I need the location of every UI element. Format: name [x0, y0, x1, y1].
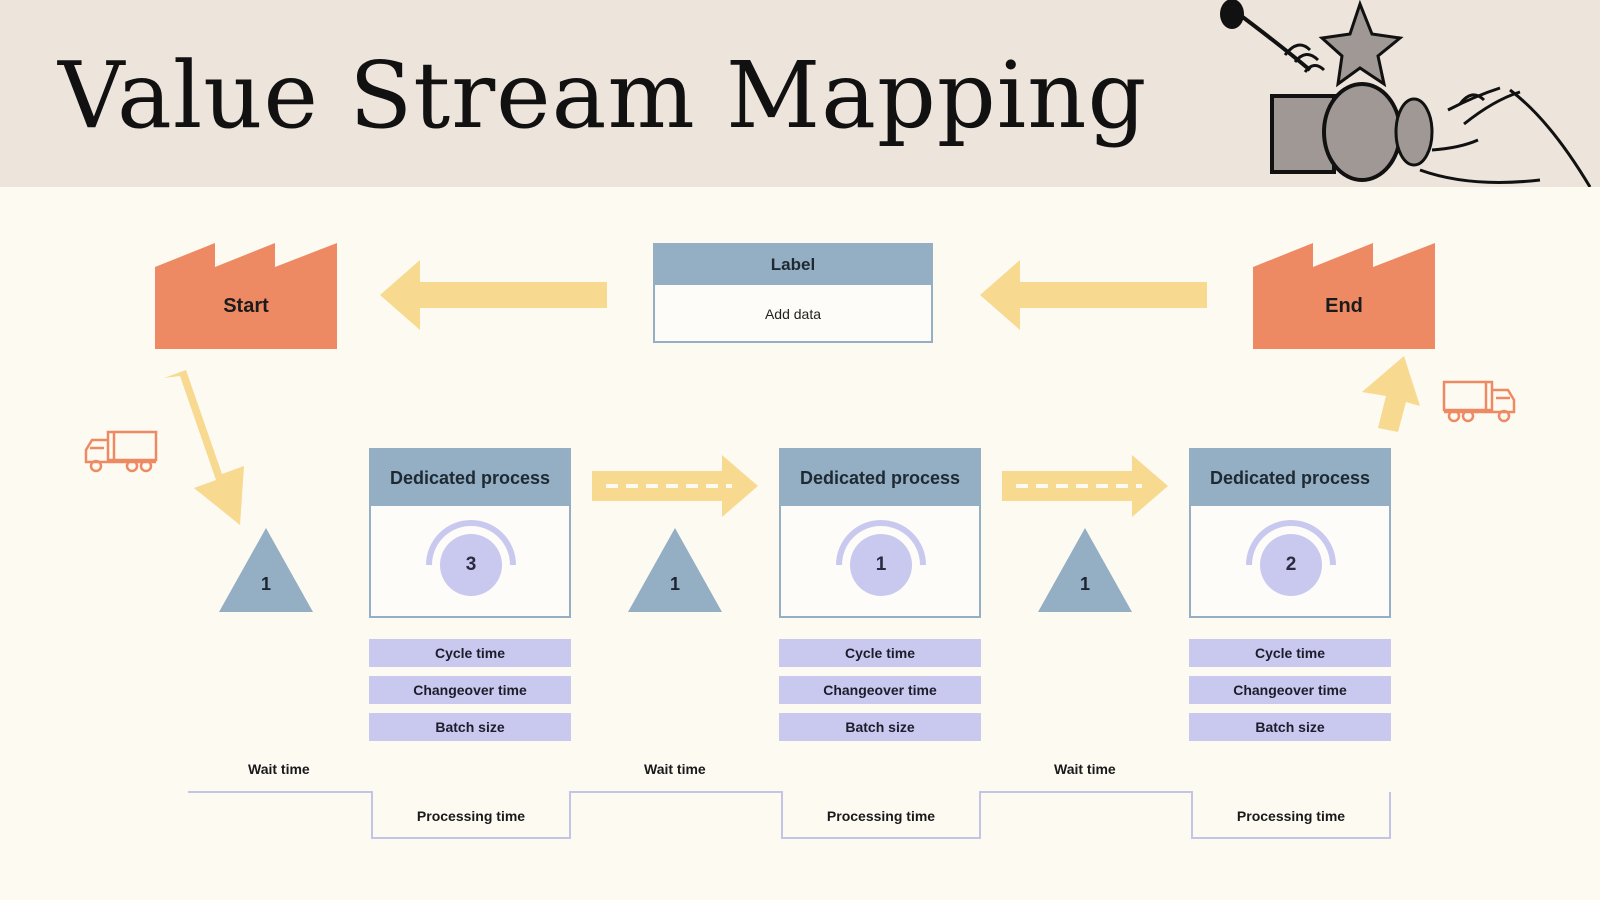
up-arrow-icon [1362, 356, 1420, 432]
info-label-box: Label Add data [653, 243, 933, 343]
down-arrow-icon [164, 370, 244, 525]
metric-cycle-time: Cycle time [369, 639, 571, 667]
operator-gauge-icon [836, 520, 926, 596]
process-title: Dedicated process [1191, 450, 1389, 506]
inventory-triangle-icon [219, 528, 313, 612]
hands-shapes-illustration [1220, 0, 1592, 187]
inventory-count: 1 [669, 574, 680, 594]
operator-gauge-icon [426, 520, 516, 596]
operator-gauge-icon [1246, 520, 1336, 596]
wait-time-label: Wait time [248, 761, 310, 777]
page-title: Value Stream Mapping [58, 42, 1148, 149]
processing-time-label: Processing time [416, 808, 526, 824]
end-factory: End [1253, 243, 1435, 349]
truck-icon [1442, 380, 1516, 423]
factory-icon [155, 243, 337, 349]
metric-cycle-time: Cycle time [1189, 639, 1391, 667]
wait-time-label: Wait time [644, 761, 706, 777]
timeline-ladder [188, 791, 1391, 839]
wait-time-label: Wait time [1054, 761, 1116, 777]
processing-time-label: Processing time [1236, 808, 1346, 824]
push-arrow-icon [592, 455, 758, 517]
metric-changeover-time: Changeover time [779, 676, 981, 704]
left-arrow-icon [380, 260, 607, 330]
process-box: Dedicated process 1 [779, 448, 981, 618]
operator-count: 1 [875, 554, 887, 575]
truck-icon [84, 430, 158, 473]
inventory-count: 1 [1079, 574, 1090, 594]
info-label-title: Label [655, 245, 931, 285]
metric-changeover-time: Changeover time [369, 676, 571, 704]
metric-batch-size: Batch size [369, 713, 571, 741]
process-box: Dedicated process 3 [369, 448, 571, 618]
process-title: Dedicated process [371, 450, 569, 506]
operator-count: 3 [465, 554, 477, 575]
metric-cycle-time: Cycle time [779, 639, 981, 667]
inventory-triangle-icon [1038, 528, 1132, 612]
end-factory-label: End [1325, 295, 1363, 317]
operator-count: 2 [1285, 554, 1297, 575]
process-box: Dedicated process 2 [1189, 448, 1391, 618]
metric-batch-size: Batch size [1189, 713, 1391, 741]
start-factory: Start [155, 243, 337, 349]
info-label-body: Add data [764, 306, 822, 322]
inventory-count: 1 [260, 574, 271, 594]
process-title: Dedicated process [781, 450, 979, 506]
metric-changeover-time: Changeover time [1189, 676, 1391, 704]
start-factory-label: Start [223, 295, 269, 317]
processing-time-label: Processing time [826, 808, 936, 824]
left-arrow-icon [980, 260, 1207, 330]
factory-icon [1253, 243, 1435, 349]
inventory-triangle-icon [628, 528, 722, 612]
push-arrow-icon [1002, 455, 1168, 517]
metric-batch-size: Batch size [779, 713, 981, 741]
